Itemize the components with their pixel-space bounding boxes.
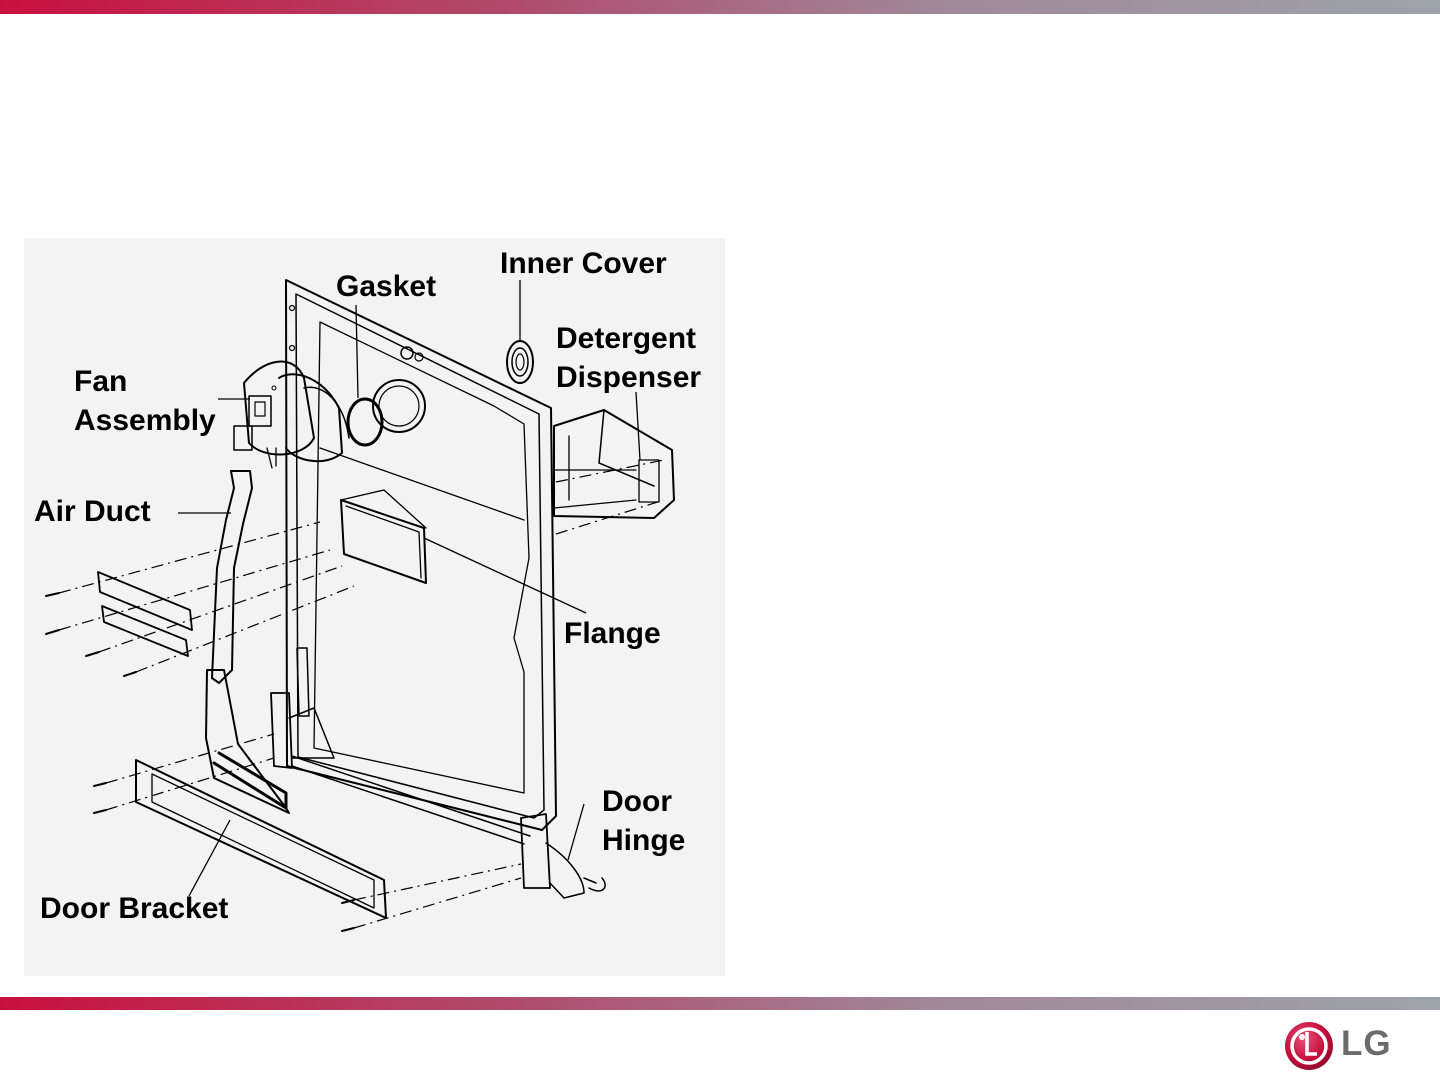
fan-assembly-part (233, 360, 350, 469)
label-door-hinge-line1: Door (602, 785, 672, 818)
label-fan-line2: Assembly (74, 404, 216, 437)
door-hinge-left-part (270, 647, 335, 769)
label-flange: Flange (564, 617, 661, 650)
duct-clip-part (97, 571, 193, 657)
leader-gasket (355, 304, 359, 399)
leader-detergent (635, 391, 641, 461)
leader-door-bracket (188, 819, 231, 897)
label-door-bracket: Door Bracket (40, 892, 229, 925)
label-air-duct: Air Duct (34, 495, 151, 528)
top-accent-band (0, 0, 1440, 14)
label-detergent-line1: Detergent (556, 322, 697, 355)
lg-face-icon (1285, 1022, 1333, 1070)
label-inner-cover: Inner Cover (500, 247, 667, 280)
leader-door-hinge (567, 803, 585, 861)
label-door-hinge-line2: Hinge (602, 824, 686, 857)
label-gasket: Gasket (336, 270, 437, 303)
door-panel-outline (285, 279, 557, 831)
door-panel-window (313, 321, 530, 794)
flange-part (340, 489, 427, 584)
door-hinge-right-part (520, 813, 606, 899)
label-detergent-line2: Dispenser (556, 361, 702, 394)
screws (45, 592, 355, 932)
detergent-dispenser-part (553, 409, 675, 519)
dispenser-opening (372, 379, 426, 433)
lg-logo: LG (1283, 1020, 1413, 1072)
leader-flange (423, 537, 587, 614)
lg-logo-text: LG (1341, 1024, 1392, 1063)
air-duct-part (205, 470, 290, 814)
door-assembly-drawing (45, 279, 675, 932)
bottom-accent-band (0, 997, 1440, 1010)
door-panel-divider (319, 447, 525, 521)
gasket-part (346, 397, 384, 447)
exploded-door-diagram: Inner Cover Gasket Detergent Dispenser F… (24, 238, 725, 976)
label-fan-line1: Fan (74, 365, 128, 398)
